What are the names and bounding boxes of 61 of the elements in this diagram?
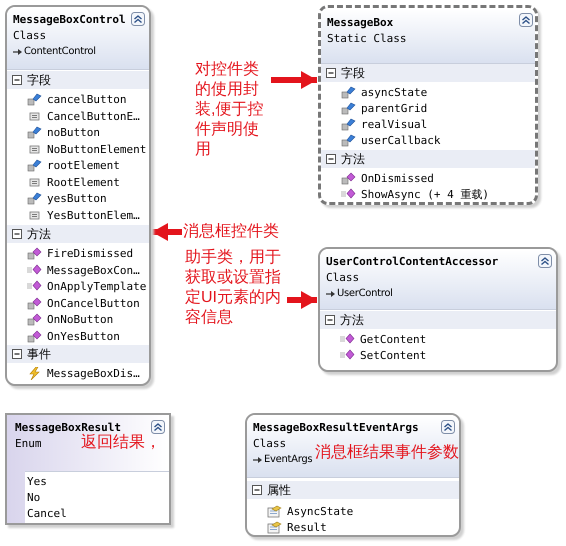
class-box (318, 247, 558, 372)
annotation-text: 消息框控件类 (183, 222, 283, 242)
annotation-text: 消息框结果事件参数 (315, 443, 459, 463)
member-name: GetContent (360, 333, 426, 347)
member-name: MessageBoxDis… (47, 367, 140, 381)
class-kind: Class (253, 437, 286, 451)
member-name: userCallback (361, 134, 440, 148)
member-name: MessageBoxCon… (47, 264, 140, 278)
class-kind: Class (326, 271, 360, 285)
member-name: asyncState (361, 86, 428, 100)
member-name: OnNoButton (47, 313, 114, 327)
class-box (318, 5, 538, 205)
member-name: YesButtonElem… (47, 208, 140, 222)
class-name: MessageBoxResultEventArgs (253, 421, 419, 435)
section-header: 字段 (341, 65, 365, 81)
enum-value: Cancel (27, 507, 67, 521)
section-header: 事件 (27, 346, 51, 362)
member-name: cancelButton (47, 93, 126, 107)
member-name: rootElement (47, 159, 120, 173)
class-name: UserControlContentAccessor (326, 255, 498, 269)
class-kind: Enum (15, 437, 42, 451)
member-name: OnYesButton (47, 330, 120, 344)
class-name: MessageBoxControl (13, 13, 126, 27)
class-kind: Class (13, 29, 46, 43)
class-name: MessageBox (327, 16, 394, 30)
member-name: ShowAsync (+ 4 重载) (361, 188, 489, 202)
section-header: 属性 (267, 482, 291, 498)
base-class: EventArgs (264, 453, 312, 467)
arrow (271, 71, 317, 89)
class-name: MessageBoxResult (15, 421, 121, 434)
section-header: 字段 (27, 72, 51, 88)
member-name: yesButton (47, 192, 107, 206)
member-name: noButton (47, 126, 100, 140)
annotation-text: 对控件类的使用封装,便于控件声明使用 (195, 60, 269, 160)
base-class: UserControl (337, 287, 393, 301)
section-header: 方法 (341, 151, 365, 167)
class-box (5, 5, 151, 386)
member-name: Result (287, 521, 327, 535)
arrow (287, 291, 317, 309)
member-name: OnApplyTemplate (47, 280, 146, 294)
enum-box (5, 413, 171, 525)
member-name: FireDismissed (47, 247, 134, 261)
arrow (152, 223, 182, 241)
annotation-text: 返回结果， (81, 434, 161, 453)
member-name: parentGrid (361, 102, 428, 116)
enum-value: Yes (27, 475, 47, 489)
member-name: OnDismissed (361, 172, 434, 186)
member-name: CancelButtonE… (47, 110, 140, 124)
enum-value: No (27, 491, 40, 505)
member-name: realVisual (361, 118, 428, 132)
class-kind: Static Class (327, 32, 406, 46)
member-name: NoButtonElement (47, 142, 146, 156)
class-box (245, 413, 461, 537)
section-header: 方法 (340, 312, 364, 328)
base-class: ContentControl (24, 45, 96, 59)
member-name: RootElement (47, 176, 120, 190)
annotation-text: 助手类，用于获取或设置指定UI元素的内容信息 (185, 248, 285, 328)
section-header: 方法 (27, 226, 51, 242)
member-name: SetContent (360, 349, 426, 363)
member-name: OnCancelButton (47, 296, 140, 310)
member-name: AsyncState (287, 505, 354, 519)
